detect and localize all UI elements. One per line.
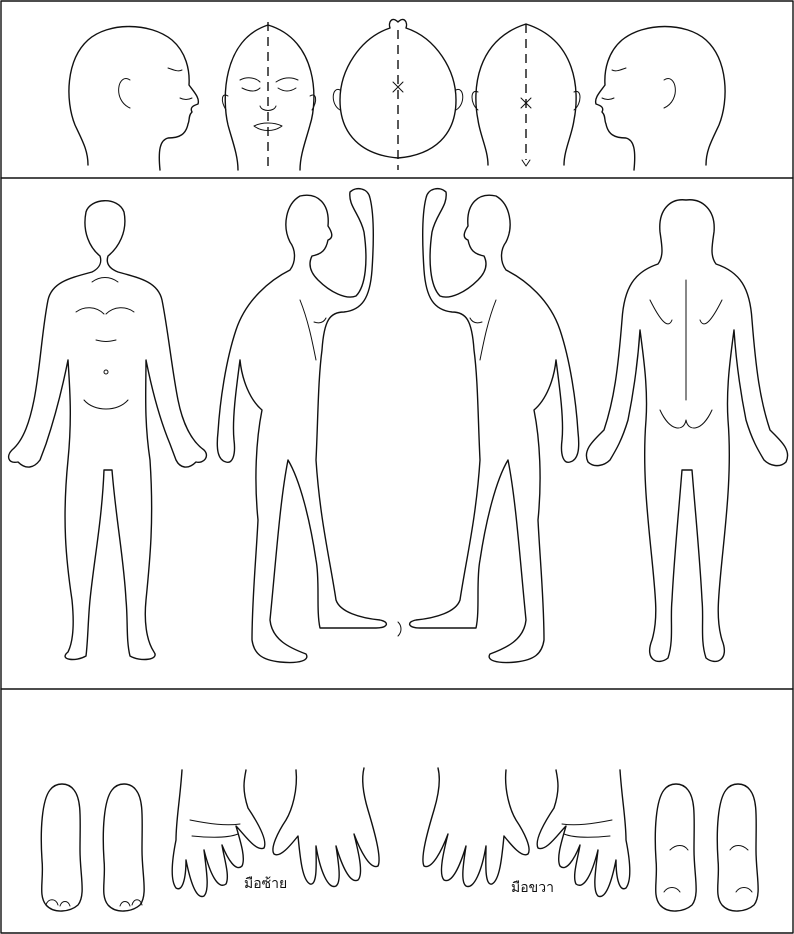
right-hand-label: มือขวา bbox=[511, 880, 554, 896]
left-hand-back bbox=[272, 767, 380, 888]
feet-soles-right bbox=[654, 783, 759, 912]
body-right-side bbox=[397, 187, 580, 664]
body-left-side bbox=[216, 187, 387, 664]
body-front bbox=[7, 200, 208, 661]
left-hand-palm bbox=[171, 769, 266, 898]
feet-soles-left bbox=[40, 783, 145, 912]
right-hand-palm bbox=[536, 769, 631, 898]
body-back bbox=[585, 199, 789, 663]
head-right-profile bbox=[594, 25, 726, 171]
right-hand-back bbox=[422, 767, 530, 888]
head-front bbox=[221, 22, 317, 172]
head-left-profile bbox=[68, 25, 200, 171]
head-top bbox=[332, 18, 464, 170]
left-hand-label: มือซ้าย bbox=[244, 876, 288, 892]
head-back bbox=[471, 23, 581, 167]
